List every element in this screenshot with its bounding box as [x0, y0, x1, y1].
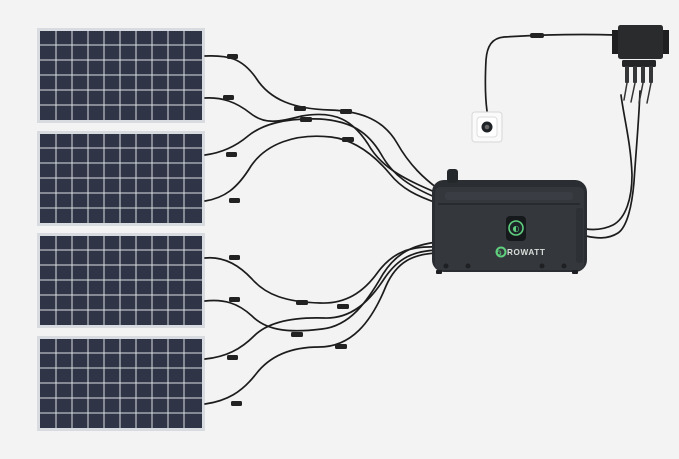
- connector-8: [231, 401, 242, 406]
- connector-4: [229, 198, 240, 203]
- panel-2-cable-top: [204, 118, 438, 199]
- panel-2-cable-bottom: [204, 135, 438, 204]
- display-glyph: ◐: [513, 224, 520, 233]
- connector-3: [226, 152, 237, 157]
- connector-12: [342, 137, 354, 142]
- connector-10: [340, 109, 352, 114]
- connector-5: [229, 255, 240, 260]
- solar-panels: [37, 28, 205, 431]
- solar-panel-3: [37, 233, 205, 328]
- microinverter-cable-right: [585, 90, 641, 239]
- panel-4-cable-top: [204, 249, 438, 360]
- panel-3-cable-top: [204, 246, 438, 304]
- brand-logo-text: ROWATT: [507, 248, 545, 257]
- solar-panel-4: [37, 336, 205, 431]
- microinverter-icon: [612, 25, 669, 104]
- panel-cables: [204, 33, 641, 405]
- connector-11: [300, 117, 312, 122]
- connector-9: [294, 106, 306, 111]
- cable-connectors: [223, 33, 544, 406]
- brand-logo: G ROWATT: [495, 246, 545, 258]
- connector-2: [223, 95, 234, 100]
- connector-7: [227, 355, 238, 360]
- connector-16: [335, 344, 347, 349]
- panel-1-cable-bottom: [204, 97, 438, 194]
- status-display-icon: ◐: [506, 216, 526, 241]
- microinverter-cable-left: [585, 94, 633, 231]
- panel-1-cable-top: [204, 54, 438, 189]
- connector-14: [337, 304, 349, 309]
- panel-4-cable-bottom: [204, 252, 438, 405]
- connector-6: [229, 297, 240, 302]
- solar-panel-1: [37, 28, 205, 123]
- connector-17: [530, 33, 544, 38]
- solar-panel-2: [37, 131, 205, 226]
- wall-socket-icon: [471, 111, 503, 143]
- connector-13: [296, 300, 308, 305]
- connector-15: [291, 332, 303, 337]
- inverter-to-outlet-cable: [484, 33, 616, 112]
- brand-logo-mark: G: [497, 250, 503, 257]
- panel-3-cable-bottom: [204, 241, 438, 332]
- connector-1: [227, 54, 238, 59]
